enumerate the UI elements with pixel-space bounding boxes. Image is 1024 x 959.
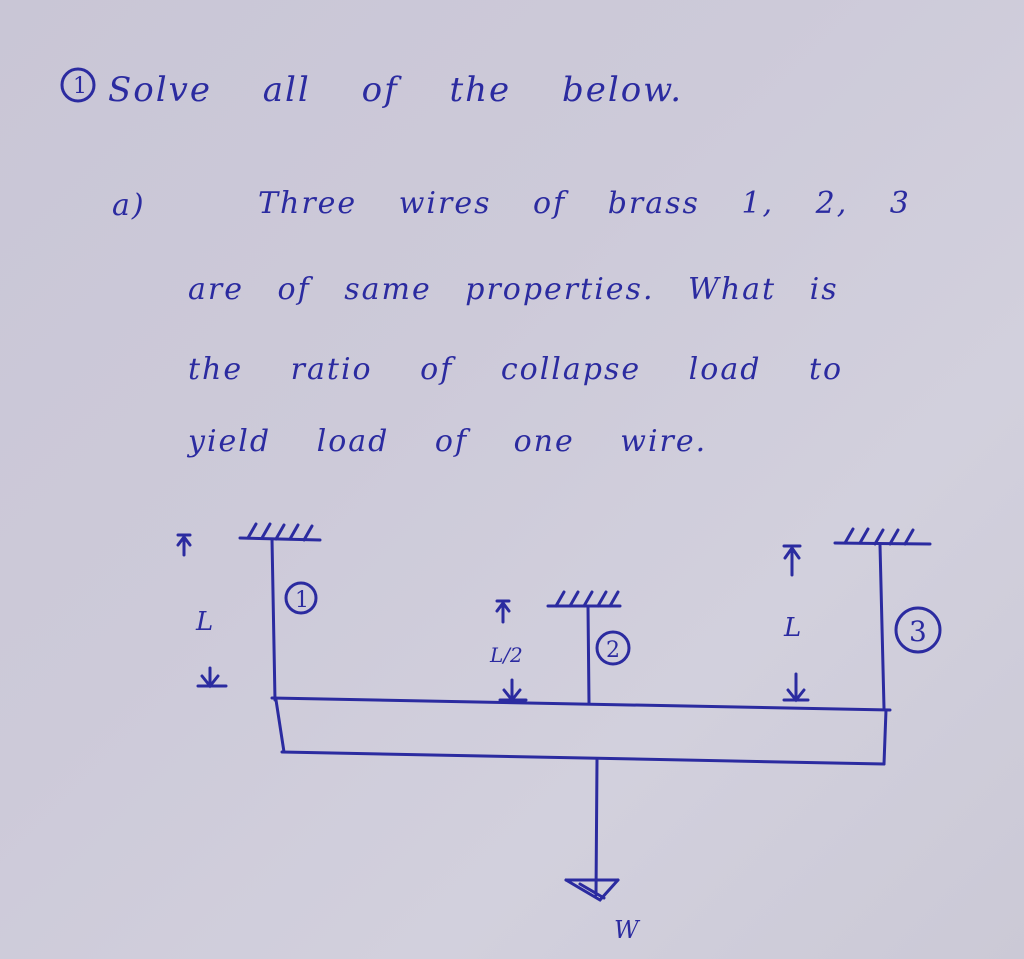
wire-2-id-circle [595, 630, 631, 666]
wire-3-id: 3 [909, 615, 927, 648]
wire-2-id: 2 [606, 638, 620, 663]
wire-2-dimension [495, 599, 528, 703]
problem-line-2: are of same properties. What is [188, 272, 839, 307]
wire-2-length-label: L/2 [489, 643, 523, 667]
problem-heading: Solve all of the below. [108, 70, 684, 110]
wire-1-length-label: L [195, 607, 213, 637]
wire-1 [270, 537, 277, 702]
wire-3-id-circle [894, 606, 942, 654]
wire-3-length-label: L [783, 613, 801, 643]
load-rod [594, 758, 599, 897]
support-1-hatch [238, 522, 322, 542]
wire-3-dimension [782, 544, 810, 703]
rigid-bar [270, 696, 892, 766]
problem-line-1: Three wires of brass 1, 2, 3 [258, 186, 911, 221]
support-3-hatch [833, 527, 932, 546]
load-arrow-icon [564, 878, 620, 902]
part-label: a) [112, 188, 146, 223]
problem-line-3: the ratio of collapse load to [188, 352, 844, 387]
support-2-hatch [546, 590, 622, 608]
wire-1-dimension [176, 533, 228, 689]
problem-number: 1 [73, 74, 87, 99]
problem-line-4: yield load of one wire. [188, 424, 708, 459]
load-label: W [614, 916, 641, 944]
wire-1-id-circle [284, 581, 318, 615]
wire-3 [878, 543, 886, 710]
problem-number-circle [60, 67, 96, 103]
wire-2 [586, 604, 591, 705]
wire-1-id: 1 [295, 588, 309, 613]
